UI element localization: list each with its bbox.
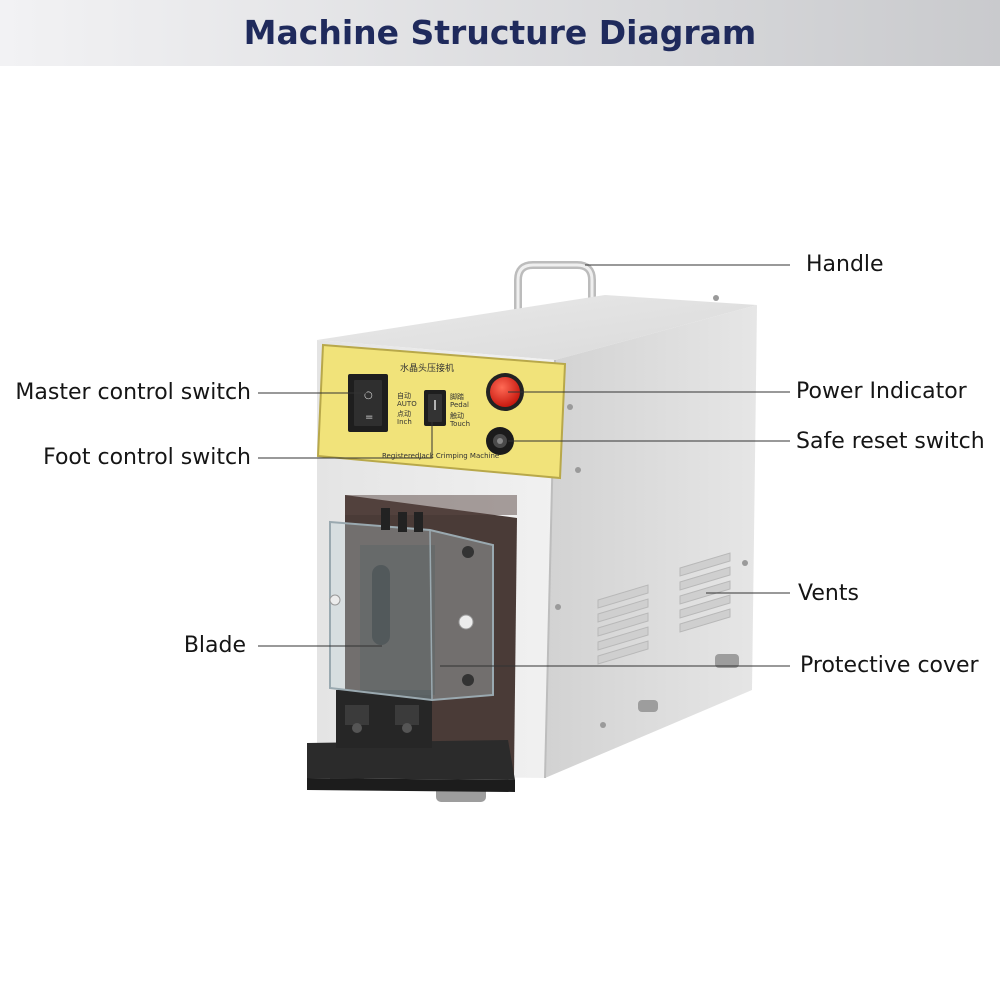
svg-text:=: =	[365, 412, 373, 423]
screw	[567, 404, 573, 410]
cover-screw	[462, 546, 474, 558]
label-protective-cover: Protective cover	[800, 653, 979, 678]
panel-inch-cn: 点动	[397, 409, 411, 418]
screw	[713, 295, 719, 301]
label-power-indicator: Power Indicator	[796, 379, 967, 404]
screw	[575, 467, 581, 473]
vents-right	[679, 552, 731, 633]
page-title: Machine Structure Diagram	[243, 13, 757, 52]
screw	[555, 604, 561, 610]
svg-text:○: ○	[364, 390, 373, 401]
label-safe-reset-switch: Safe reset switch	[796, 429, 985, 454]
label-master-control-switch: Master control switch	[15, 380, 251, 405]
label-vents: Vents	[798, 581, 859, 606]
panel-title-cn: 水晶头压接机	[400, 362, 454, 374]
blade-slot	[372, 565, 390, 645]
panel-bottom-text: RegisteredJack Crimping Machine	[382, 452, 499, 460]
screw	[600, 722, 606, 728]
foot	[715, 654, 739, 668]
label-foot-control-switch: Foot control switch	[43, 445, 251, 470]
screw	[742, 560, 748, 566]
label-blade: Blade	[183, 633, 246, 658]
panel-pedal: Pedal	[450, 401, 469, 409]
adjust-pin	[414, 512, 423, 532]
panel-pedal-cn: 脚踏	[450, 392, 464, 401]
machine-top	[317, 295, 757, 360]
base-plate	[307, 740, 515, 780]
header-bar	[0, 0, 1000, 66]
panel-touch: Touch	[449, 420, 470, 428]
label-handle: Handle	[806, 252, 884, 277]
cover-screw	[462, 674, 474, 686]
panel-inch: Inch	[397, 418, 412, 426]
adjust-pin	[381, 508, 390, 530]
foot	[638, 700, 658, 712]
panel-auto-cn: 自动	[397, 391, 411, 400]
leader-line-foot-switch	[258, 410, 433, 459]
cover-screw	[458, 614, 474, 630]
panel-touch-cn: 触动	[450, 411, 464, 420]
adjust-pin	[398, 512, 407, 532]
vents-left	[597, 584, 649, 665]
cover-screw	[329, 594, 341, 606]
panel-auto: AUTO	[397, 400, 417, 408]
